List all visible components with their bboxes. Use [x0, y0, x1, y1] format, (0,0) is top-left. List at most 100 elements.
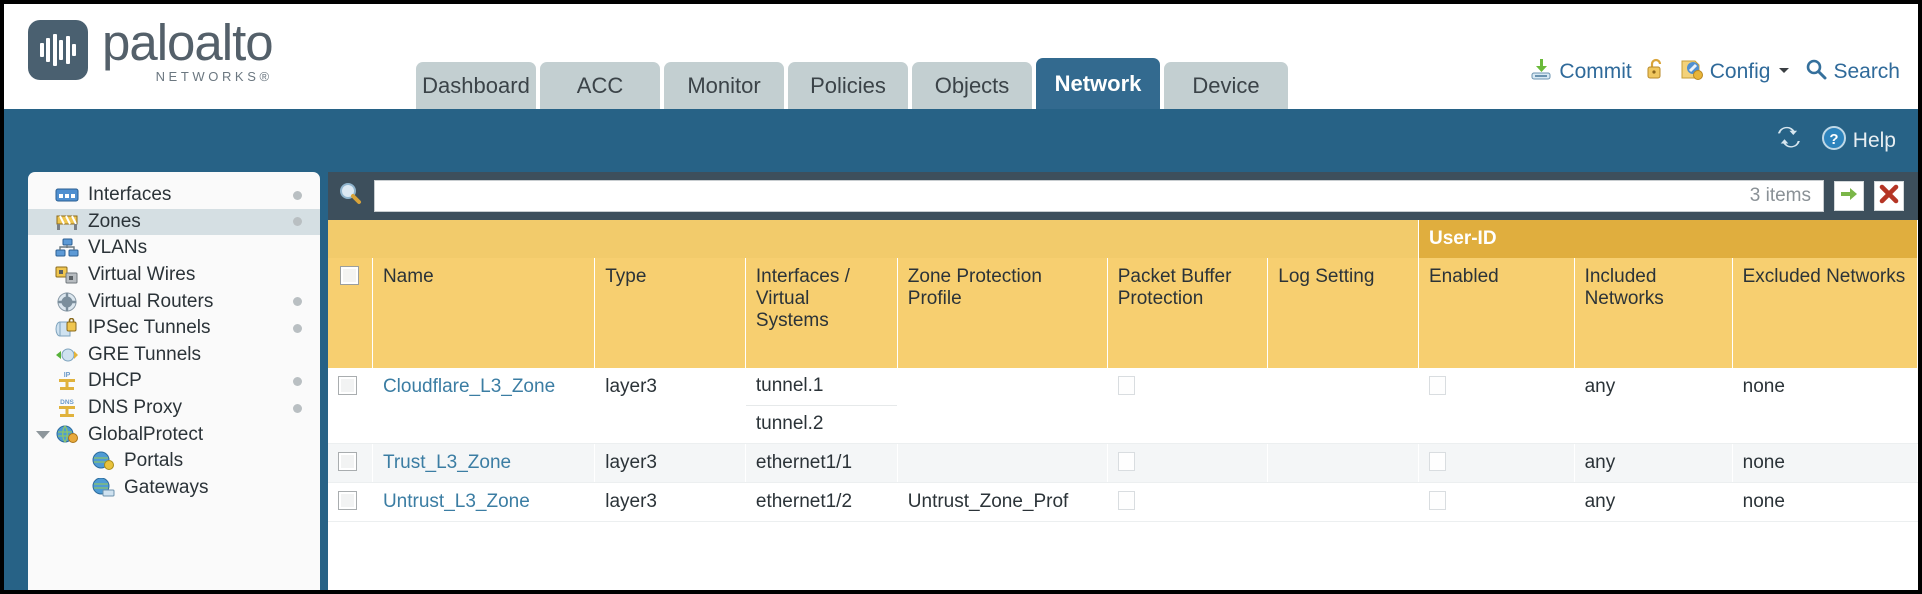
status-dot — [293, 190, 302, 200]
column-header-type[interactable]: Type — [594, 258, 746, 368]
column-header-interfaces[interactable]: Interfaces / Virtual Systems — [745, 258, 898, 368]
chevron-down-icon[interactable] — [36, 430, 50, 439]
sidebar-item-vlans[interactable]: VLANs — [28, 235, 320, 262]
log-setting-cell — [1267, 443, 1419, 483]
brand-name: paloalto — [102, 14, 274, 71]
sidebar-item-interfaces[interactable]: Interfaces — [28, 182, 320, 209]
zone-interfaces-cell: ethernet1/2 — [745, 482, 898, 522]
column-header-packet-buffer-protection[interactable]: Packet Buffer Protection — [1107, 258, 1269, 368]
table-row[interactable]: Cloudflare_L3_Zone layer3 tunnel.1 tunne… — [328, 368, 1918, 444]
sidebar-item-zones[interactable]: Zones — [28, 208, 320, 236]
column-header-included-networks[interactable]: Included Networks — [1574, 258, 1733, 368]
ipsec-tunnels-icon — [54, 318, 80, 338]
tab-acc[interactable]: ACC — [540, 62, 660, 109]
sidebar-item-portals[interactable]: Portals — [28, 448, 320, 475]
table-row[interactable]: Untrust_L3_Zone layer3 ethernet1/2 Untru… — [328, 482, 1918, 522]
select-all-checkbox[interactable] — [340, 266, 359, 285]
row-checkbox[interactable] — [338, 491, 357, 510]
userid-enabled-checkbox[interactable] — [1428, 452, 1446, 471]
userid-enabled-cell — [1418, 443, 1575, 483]
sidebar-item-virtual-wires[interactable]: Virtual Wires — [28, 262, 320, 289]
excluded-networks-cell: none — [1732, 368, 1918, 444]
commit-button[interactable]: Commit — [1529, 57, 1632, 87]
zone-name-link[interactable]: Untrust_L3_Zone — [382, 491, 530, 512]
row-select-cell — [328, 368, 373, 444]
status-dot — [293, 403, 302, 413]
tab-network[interactable]: Network — [1036, 58, 1160, 109]
column-header-log-setting[interactable]: Log Setting — [1267, 258, 1419, 368]
sidebar-item-label: GlobalProtect — [88, 423, 204, 445]
sidebar-item-globalprotect[interactable]: GlobalProtect — [28, 421, 320, 448]
sidebar-item-gre-tunnels[interactable]: GRE Tunnels — [28, 342, 320, 369]
userid-enabled-checkbox[interactable] — [1428, 376, 1446, 395]
sidebar-item-label: IPSec Tunnels — [88, 317, 211, 339]
column-header-zone-protection-profile[interactable]: Zone Protection Profile — [897, 258, 1108, 368]
clear-filter-button[interactable] — [1874, 181, 1904, 211]
chevron-down-icon — [1776, 60, 1792, 84]
excluded-networks-cell: none — [1732, 482, 1918, 522]
sidebar-item-label: Interfaces — [88, 184, 172, 206]
row-checkbox[interactable] — [338, 376, 357, 395]
tab-monitor[interactable]: Monitor — [664, 62, 784, 109]
table-row[interactable]: Trust_L3_Zone layer3 ethernet1/1 any non… — [328, 443, 1918, 483]
magnifier-icon — [1805, 58, 1827, 86]
search-input[interactable]: 3 items — [374, 180, 1824, 212]
excluded-networks-cell: none — [1732, 443, 1918, 483]
help-button[interactable]: ? Help — [1821, 125, 1896, 157]
packet-buffer-protection-checkbox[interactable] — [1117, 491, 1135, 510]
tab-device[interactable]: Device — [1164, 62, 1288, 109]
sidebar-item-label: Virtual Wires — [88, 264, 196, 286]
search-button[interactable]: Search — [1805, 58, 1900, 86]
column-header-excluded-networks[interactable]: Excluded Networks — [1732, 258, 1918, 368]
userid-enabled-cell — [1418, 482, 1575, 522]
userid-enabled-checkbox[interactable] — [1428, 491, 1446, 510]
sidebar-item-label: Gateways — [124, 476, 209, 498]
packet-buffer-protection-checkbox[interactable] — [1117, 376, 1135, 395]
commit-save-icon — [1529, 57, 1553, 87]
gateways-icon — [90, 477, 116, 498]
packet-buffer-protection-checkbox[interactable] — [1117, 452, 1135, 471]
refresh-icon[interactable] — [1777, 124, 1805, 157]
unlock-padlock-icon[interactable] — [1645, 57, 1667, 87]
dns-proxy-icon: DNS — [54, 398, 80, 418]
filter-toolbar: 3 items — [328, 172, 1918, 220]
help-question-icon: ? — [1821, 125, 1847, 157]
zones-table-body: Cloudflare_L3_Zone layer3 tunnel.1 tunne… — [328, 368, 1918, 522]
log-setting-cell — [1267, 482, 1419, 522]
sidebar-item-gateways[interactable]: Gateways — [28, 475, 320, 502]
sidebar-item-label: DNS Proxy — [88, 397, 182, 419]
status-dot — [293, 376, 302, 386]
zone-name-link[interactable]: Cloudflare_L3_Zone — [382, 376, 556, 397]
zones-icon — [54, 212, 80, 232]
tab-objects[interactable]: Objects — [912, 62, 1032, 109]
sidebar-item-virtual-routers[interactable]: Virtual Routers — [28, 288, 320, 315]
config-label: Config — [1709, 60, 1771, 83]
app-header: paloalto NETWORKS® Dashboard ACC Monitor… — [4, 4, 1918, 109]
sidebar-item-label: Virtual Routers — [88, 290, 214, 312]
zone-name-link[interactable]: Trust_L3_Zone — [382, 452, 512, 473]
column-header-enabled[interactable]: Enabled — [1418, 258, 1575, 368]
tab-dashboard[interactable]: Dashboard — [416, 62, 536, 109]
apply-filter-button[interactable] — [1834, 181, 1864, 211]
sidebar-item-label: GRE Tunnels — [88, 343, 201, 365]
sidebar-item-ipsec-tunnels[interactable]: IPSec Tunnels — [28, 315, 320, 342]
zone-name-cell: Cloudflare_L3_Zone — [372, 368, 596, 444]
magnifier-icon[interactable] — [338, 181, 364, 212]
row-checkbox[interactable] — [338, 452, 357, 471]
included-networks-cell: any — [1574, 368, 1733, 444]
config-menu[interactable]: Config — [1680, 57, 1793, 87]
row-select-cell — [328, 482, 373, 522]
userid-enabled-cell — [1418, 368, 1575, 444]
tab-policies[interactable]: Policies — [788, 62, 908, 109]
item-count: 3 items — [1749, 185, 1811, 206]
content-panel: 3 items — [328, 172, 1918, 590]
brand-logo: paloalto NETWORKS® — [4, 17, 404, 109]
column-header-name[interactable]: Name — [372, 258, 596, 368]
status-dot — [293, 323, 302, 333]
status-dot — [293, 217, 302, 227]
sidebar-item-label: DHCP — [88, 370, 142, 392]
sidebar-item-dhcp[interactable]: IP DHCP — [28, 368, 320, 395]
sidebar-item-dns-proxy[interactable]: DNS DNS Proxy — [28, 395, 320, 422]
gre-tunnels-icon — [54, 345, 80, 365]
